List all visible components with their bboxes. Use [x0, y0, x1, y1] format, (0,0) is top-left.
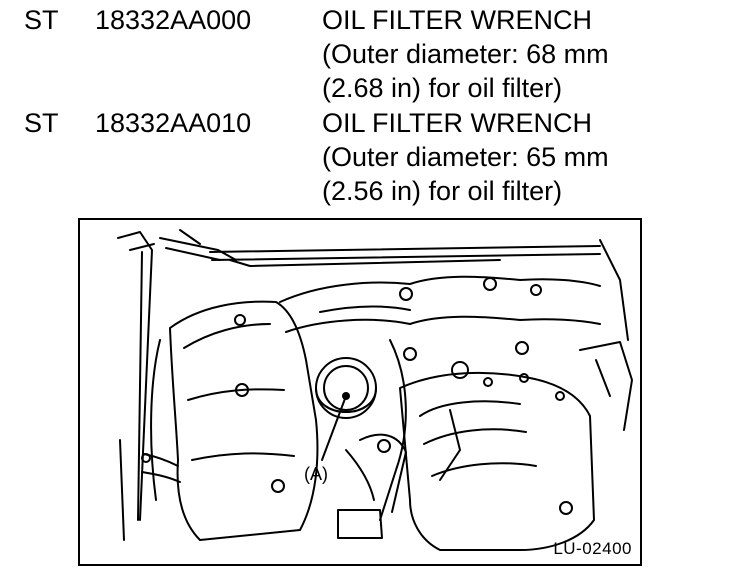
engine-line-drawing: [117, 229, 633, 551]
oil-pan-bolt-3: [519, 373, 529, 383]
right-frame-1: [579, 341, 633, 431]
oil-pan-bolt-1: [451, 361, 469, 379]
oil-pan: [399, 371, 595, 551]
manifold-lower-edge: [285, 315, 601, 333]
heat-shield-rib-3: [191, 452, 295, 461]
manifold-bolt-2: [483, 277, 497, 291]
frame-rail-inner: [137, 251, 143, 521]
tool-part-number: 18332AA010: [95, 108, 252, 138]
manifold-bolt-3: [530, 284, 542, 296]
crankcase-edge: [150, 339, 161, 501]
pipe-bolt: [377, 439, 391, 453]
tool-description-line-2: (Outer diameter: 65 mm: [322, 142, 609, 172]
frame-rail-outer: [117, 231, 153, 521]
oil-pipe: [359, 433, 407, 513]
tool-type: ST: [24, 5, 59, 35]
frame-rail-diagonal-3: [179, 229, 201, 245]
center-detail: [345, 449, 375, 501]
frame-rail-diagonal-2: [165, 247, 221, 261]
bracket-bolt: [141, 453, 151, 463]
oil-filter-inner: [323, 365, 369, 411]
oil-pan-rib-2: [423, 428, 527, 445]
oil-pan-rib-1: [419, 400, 521, 417]
frame-rail-lower: [119, 439, 125, 541]
callout-label: (A): [304, 464, 328, 484]
tool-description-line-2: (Outer diameter: 68 mm: [322, 39, 609, 69]
figure-code: LU-02400: [553, 539, 632, 558]
heat-shield-bolt-1: [235, 383, 249, 397]
frame-rail-top: [129, 243, 155, 251]
heat-shield-bolt-2: [234, 314, 246, 326]
oil-pan-bolt-2: [483, 377, 493, 387]
manifold-bolt-5: [515, 341, 529, 355]
oil-pan-bolt-4: [555, 391, 565, 401]
tool-type: ST: [24, 108, 59, 138]
manifold-bolt-1: [399, 287, 413, 301]
top-pipe-line-3: [229, 259, 501, 267]
heat-shield: [169, 300, 319, 541]
tool-part-number: 18332AA000: [95, 5, 252, 35]
heat-shield-bolt-3: [271, 479, 285, 493]
tool-description: OIL FILTER WRENCH (Outer diameter: 68 mm…: [322, 3, 609, 105]
engine-illustration: (A) LU-02400: [78, 218, 642, 566]
tool-description-line-1: OIL FILTER WRENCH: [322, 108, 593, 138]
oil-pan-fin: [439, 409, 461, 481]
callout-leader: [321, 395, 347, 461]
right-frame-3: [599, 239, 629, 341]
heat-shield-rib-1: [183, 323, 271, 349]
tool-description-line-1: OIL FILTER WRENCH: [322, 5, 593, 35]
oil-pan-bolt-5: [559, 501, 573, 515]
bracket-line-2: [141, 471, 181, 483]
manifold-bolt-4: [403, 347, 417, 361]
oil-pan-rib-3: [431, 462, 537, 477]
tool-description: OIL FILTER WRENCH (Outer diameter: 65 mm…: [322, 106, 609, 208]
tool-description-line-3: (2.56 in) for oil filter): [322, 176, 563, 206]
oil-filter-base: [315, 387, 377, 413]
tool-description-line-3: (2.68 in) for oil filter): [322, 73, 563, 103]
top-pipe-line-1: [209, 245, 601, 253]
right-frame-2: [595, 359, 611, 397]
drain-block: [337, 509, 383, 539]
top-pipe-line-2: [211, 253, 601, 261]
manifold-detail: [319, 305, 411, 313]
center-block-edge: [379, 339, 407, 521]
manifold-upper-edge: [279, 275, 601, 303]
frame-rail-diagonal: [159, 237, 237, 261]
